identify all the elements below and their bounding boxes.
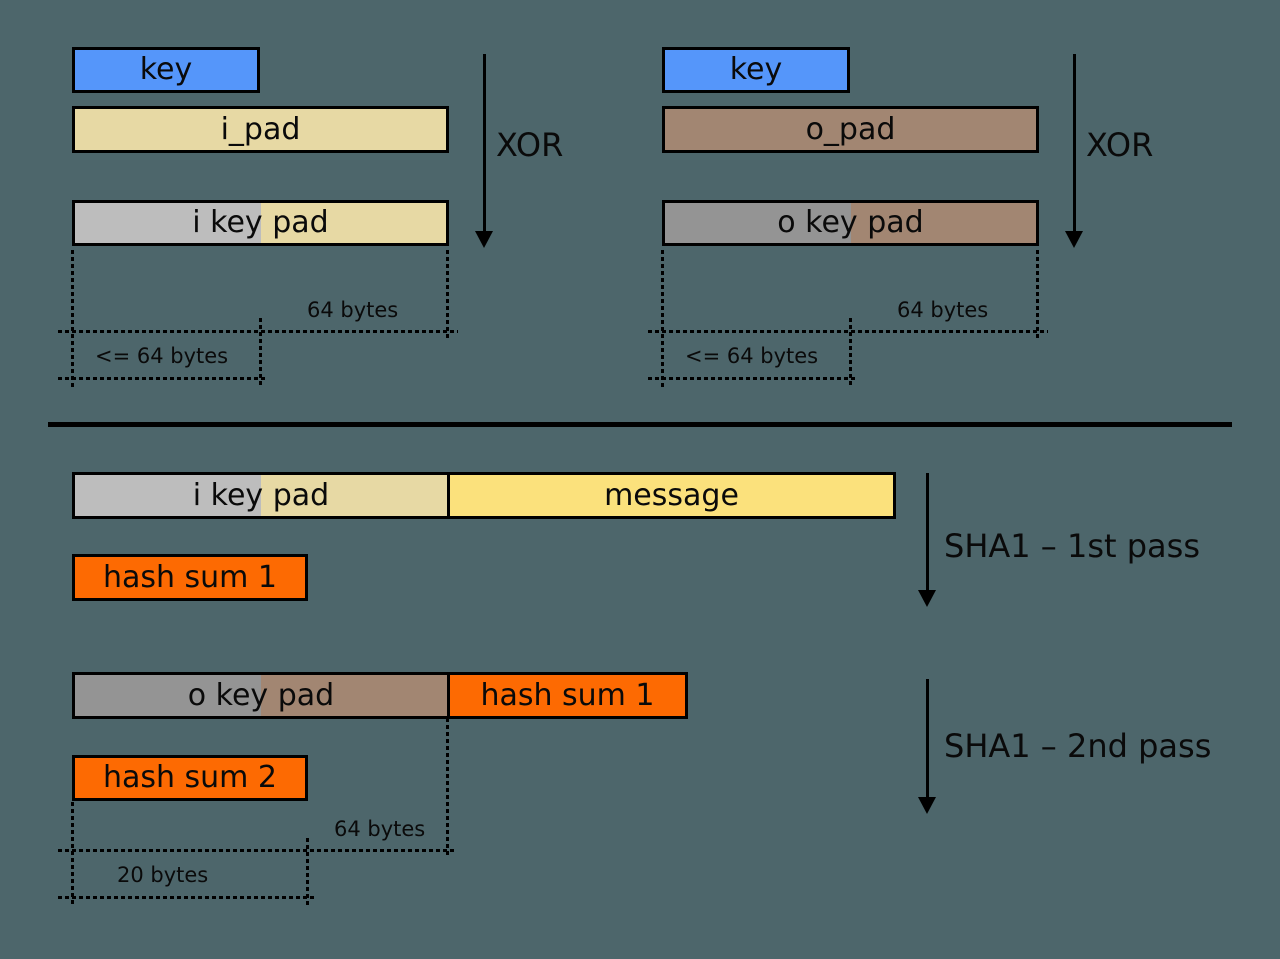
hash-sum-2-box: hash sum 2 (72, 755, 308, 801)
ikeypad-box: i key pad (72, 200, 449, 246)
sha1-second-pass-arrow (918, 679, 937, 814)
xor-label-right: XOR (1086, 126, 1154, 164)
key-label: key (139, 52, 193, 87)
pad-part-segment (851, 203, 1036, 243)
arrow-shaft (1073, 54, 1076, 232)
arrow-head-icon (475, 231, 493, 248)
key-part-segment (75, 203, 261, 243)
okeypad-label: o key pad (187, 677, 335, 713)
xor-arrow-right (1065, 54, 1084, 248)
hash-sum-1-segment: hash sum 1 (447, 675, 685, 716)
arrow-shaft (926, 679, 929, 798)
pad-part-segment (261, 203, 446, 243)
opad-box: o_pad (662, 106, 1039, 153)
arrow-head-icon (1065, 231, 1083, 248)
key-box-left: key (72, 47, 260, 93)
dimension-line (648, 377, 858, 380)
dim-64-bytes-right: 64 bytes (897, 298, 989, 322)
key-box-right: key (662, 47, 850, 93)
dimension-line (71, 250, 74, 388)
ipad-box: i_pad (72, 106, 449, 153)
xor-arrow-left (475, 54, 494, 248)
key-part-segment (75, 475, 261, 516)
dimension-line (661, 250, 664, 388)
sha1-second-pass-label: SHA1 – 2nd pass (944, 727, 1212, 765)
dimension-line (58, 377, 268, 380)
hash-sum-1-label: hash sum 1 (102, 559, 278, 595)
sha1-first-pass-arrow (918, 473, 937, 607)
dimension-line (58, 896, 317, 899)
dim-20-bytes: 20 bytes (117, 863, 209, 887)
hash-sum-1-label: hash sum 1 (480, 677, 655, 713)
ikeypad-message-box: message i key pad (72, 472, 896, 519)
sha1-first-pass-label: SHA1 – 1st pass (944, 527, 1200, 565)
pad-part-segment (261, 475, 447, 516)
okeypad-label: o key pad (777, 205, 924, 240)
hash-sum-1-box: hash sum 1 (72, 554, 308, 601)
arrow-head-icon (918, 797, 936, 814)
dim-64-bytes-bottom: 64 bytes (334, 817, 426, 841)
dimension-line (58, 330, 458, 333)
opad-label: o_pad (805, 111, 896, 147)
arrow-shaft (483, 54, 486, 232)
dimension-line (648, 330, 1048, 333)
dimension-line (71, 802, 74, 907)
message-segment: message (447, 475, 893, 516)
dim-le-64-bytes-left: <= 64 bytes (95, 344, 229, 368)
ikeypad-label: i key pad (192, 205, 329, 240)
dimension-line (446, 250, 449, 338)
dimension-line (849, 318, 852, 388)
section-divider (48, 422, 1232, 427)
ipad-label: i_pad (220, 111, 301, 147)
xor-label-left: XOR (496, 126, 564, 164)
dimension-line (1036, 250, 1039, 338)
arrow-head-icon (918, 590, 936, 607)
key-part-segment (75, 675, 261, 716)
okeypad-hashsum-box: hash sum 1 o key pad (72, 672, 688, 719)
okeypad-box: o key pad (662, 200, 1039, 246)
pad-part-segment (261, 675, 447, 716)
arrow-shaft (926, 473, 929, 591)
hash-sum-2-label: hash sum 2 (102, 760, 278, 795)
dim-le-64-bytes-right: <= 64 bytes (685, 344, 819, 368)
dimension-line (306, 838, 309, 907)
dimension-line (446, 718, 449, 856)
key-part-segment (665, 203, 851, 243)
message-label: message (604, 477, 739, 513)
dimension-line (58, 849, 455, 852)
dimension-line (259, 318, 262, 388)
key-label: key (729, 52, 783, 87)
ikeypad-label: i key pad (192, 477, 330, 513)
dim-64-bytes-left: 64 bytes (307, 298, 399, 322)
